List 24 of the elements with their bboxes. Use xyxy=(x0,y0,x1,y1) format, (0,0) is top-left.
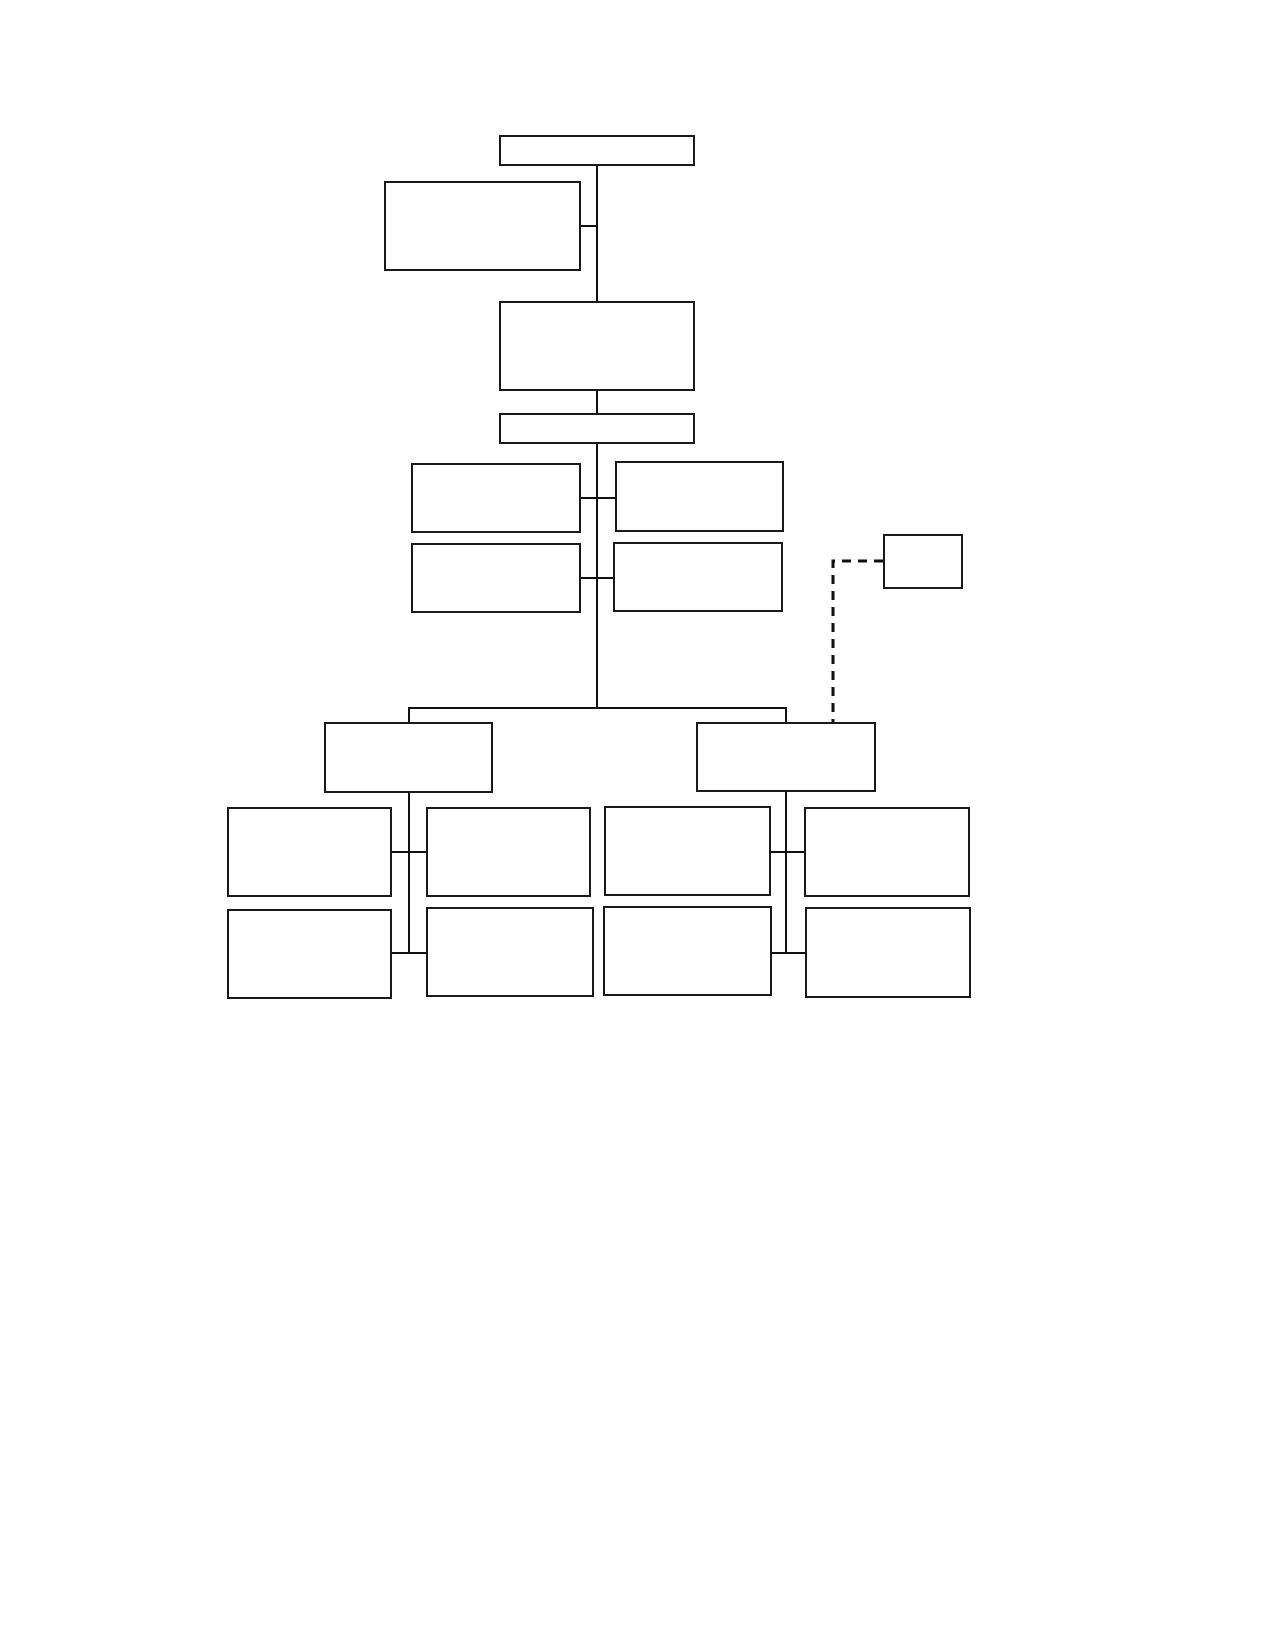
connector-line xyxy=(596,390,598,414)
org-chart-box xyxy=(426,907,594,997)
org-chart-box xyxy=(411,463,581,533)
org-chart-box xyxy=(426,807,591,897)
org-chart-box xyxy=(613,542,783,612)
org-chart-box xyxy=(384,181,581,271)
connector-line xyxy=(580,165,598,227)
connector-line xyxy=(785,791,806,954)
connector-line xyxy=(408,792,427,954)
org-chart-box xyxy=(227,909,392,999)
org-chart-box xyxy=(324,722,493,793)
org-chart-box xyxy=(227,807,392,897)
org-chart-box xyxy=(804,807,970,897)
org-chart-box xyxy=(615,461,784,532)
org-chart-box xyxy=(805,907,971,998)
org-chart-box xyxy=(603,906,772,996)
org-chart-box xyxy=(499,413,695,444)
org-chart-box xyxy=(696,722,876,792)
org-chart-box xyxy=(499,135,695,166)
org-chart-box xyxy=(604,806,771,896)
dashed-connector-line xyxy=(831,559,883,722)
org-chart-box xyxy=(883,534,963,589)
org-chart-box xyxy=(411,543,581,613)
org-chart-box xyxy=(499,301,695,391)
